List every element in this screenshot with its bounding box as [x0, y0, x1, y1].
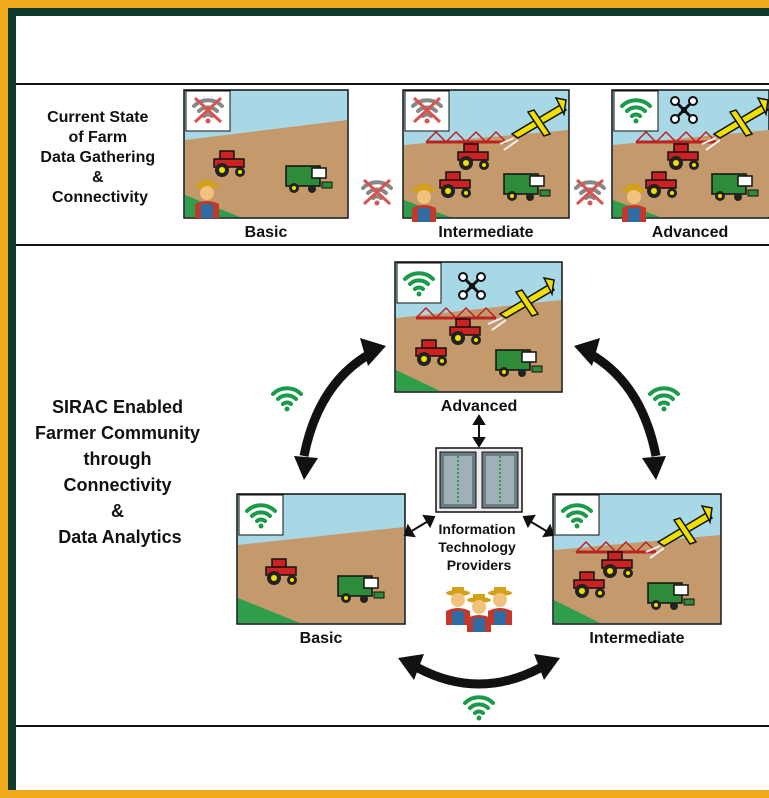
current-state-title: Current State of Farm Data Gathering & C… — [40, 109, 159, 206]
svg-text:Current State of Farm: Current State of Farm Data Gathering & C… — [40, 109, 159, 206]
no-wifi-icon — [361, 178, 393, 208]
sirac-title-line: Farmer Community — [35, 423, 200, 443]
top-basic-label: Basic — [245, 224, 288, 241]
hub-line: Technology — [438, 539, 516, 555]
top-intermediate-label: Intermediate — [438, 224, 533, 241]
top-panel-intermediate: Intermediate — [402, 89, 570, 241]
sirac-title-line: & — [111, 501, 124, 521]
hub-line: Providers — [447, 557, 512, 573]
sirac-title: SIRAC Enabled Farmer Community through C… — [35, 397, 205, 547]
it-hub: Information Technology Providers — [435, 447, 523, 632]
no-wifi-icon — [411, 96, 443, 126]
sirac-title-line: SIRAC Enabled — [52, 397, 183, 417]
no-wifi-icon — [574, 178, 606, 208]
sirac-title-line: Data Analytics — [58, 527, 181, 547]
arrow-icon — [589, 351, 661, 457]
arrow-icon — [299, 351, 371, 457]
hub-line: Information — [439, 521, 516, 537]
current-title-line: & — [92, 169, 104, 186]
panel-basic: Basic — [236, 493, 406, 647]
svg-text:SIRAC Enabled Farmer Com: SIRAC Enabled Farmer Community through C… — [35, 397, 205, 547]
current-title-line: of Farm — [68, 129, 127, 146]
panel-intermediate: Intermediate — [552, 493, 722, 647]
top-panel-basic: Basic — [183, 89, 349, 241]
sirac-title-line: Connectivity — [63, 475, 171, 495]
hub-connectors — [403, 414, 555, 538]
current-title-line: Data Gathering — [40, 149, 155, 166]
current-title-line: Current State — [47, 109, 148, 126]
arrow-icon — [415, 664, 543, 689]
top-panel-advanced: Advanced — [611, 89, 769, 241]
panel-advanced: Advanced — [394, 261, 563, 415]
sirac-title-line: through — [84, 449, 152, 469]
no-wifi-icon — [192, 96, 224, 126]
top-advanced-label: Advanced — [652, 224, 728, 241]
current-title-line: Connectivity — [52, 189, 148, 206]
server-icon — [439, 451, 519, 509]
advanced-label: Advanced — [441, 398, 517, 415]
intermediate-label: Intermediate — [589, 630, 684, 647]
basic-label: Basic — [300, 630, 343, 647]
svg-text:Information Technology: Information Technology Providers — [438, 521, 519, 573]
